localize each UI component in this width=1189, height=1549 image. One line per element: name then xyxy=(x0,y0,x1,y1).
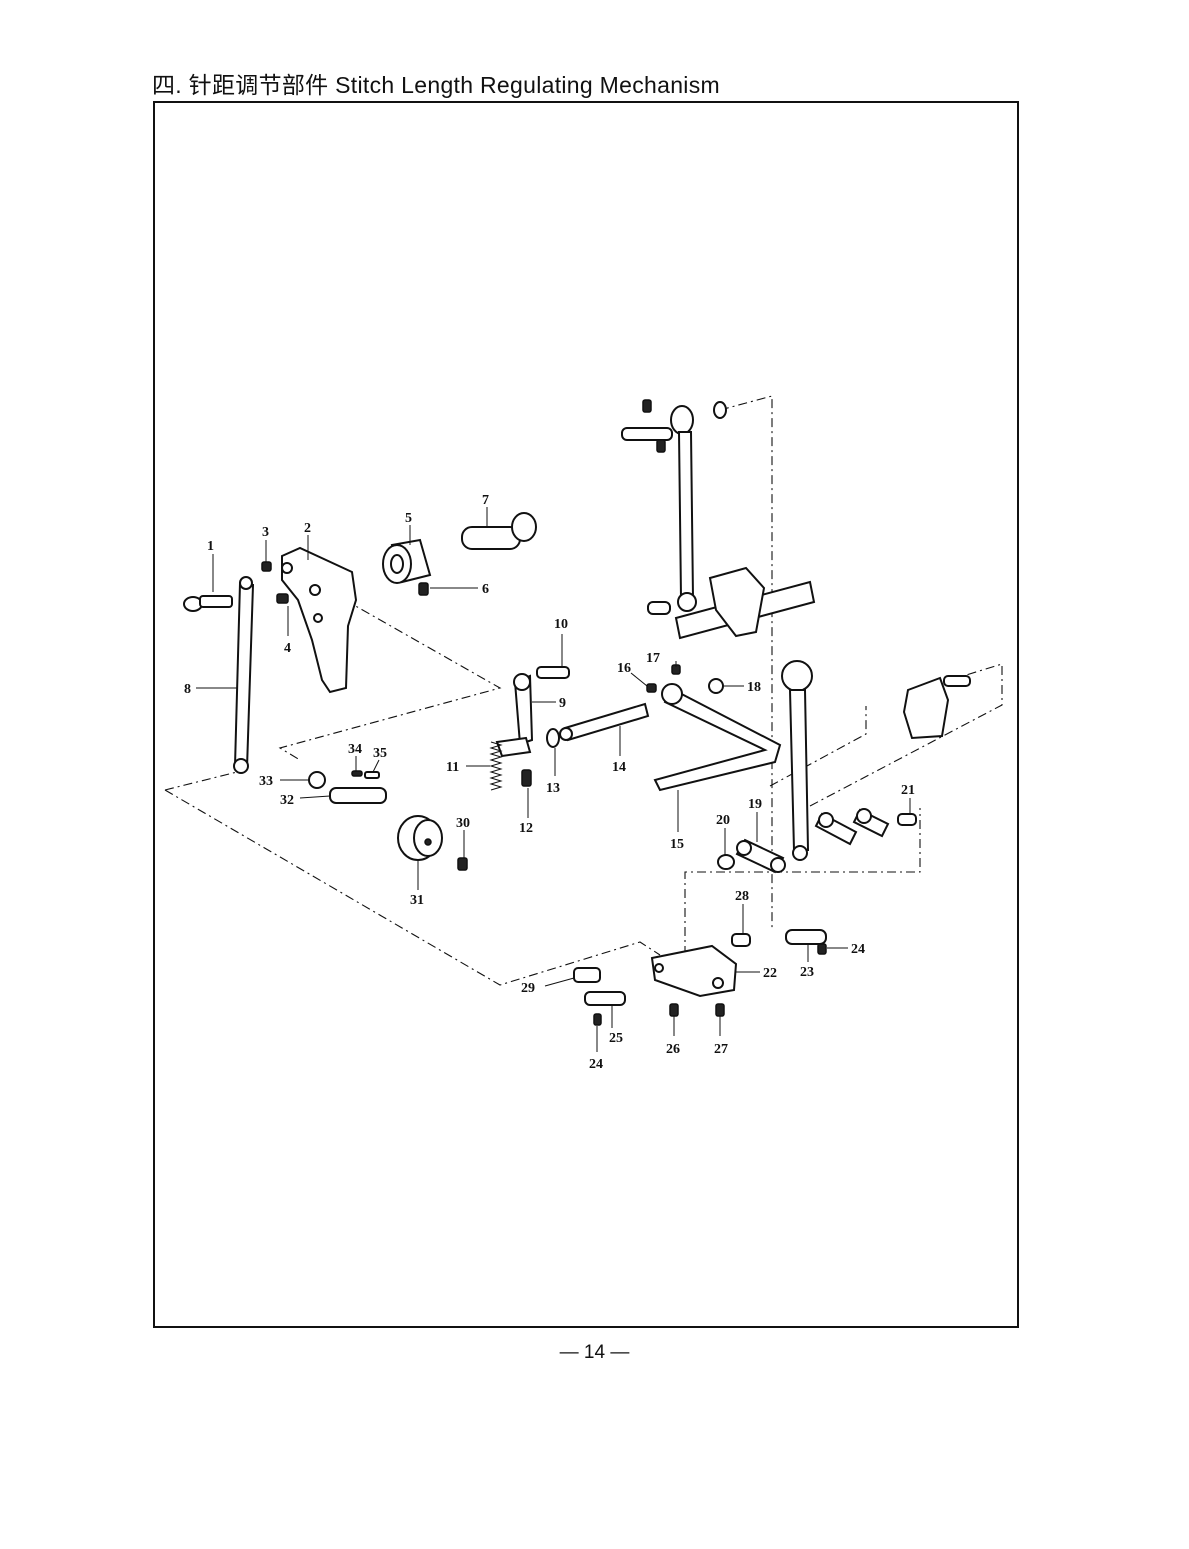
callout-12: 12 xyxy=(519,821,533,836)
callout-8: 8 xyxy=(184,682,191,697)
callout-1: 1 xyxy=(207,539,214,554)
callout-19: 19 xyxy=(748,797,762,812)
part-24-screw-right xyxy=(818,944,826,954)
part-28-pin xyxy=(732,934,750,946)
part-19-link xyxy=(737,840,785,872)
collar-assembly xyxy=(904,676,970,738)
callout-23: 23 xyxy=(800,965,814,980)
part-5-bushing xyxy=(383,540,430,583)
part-30-screw xyxy=(458,858,467,870)
callout-26: 26 xyxy=(666,1042,680,1057)
assembly-guide-lines xyxy=(165,396,1002,985)
part-22-block xyxy=(652,946,736,996)
part-12-screw xyxy=(522,770,531,786)
part-7-shaft xyxy=(462,513,536,549)
part-25-pin xyxy=(585,992,625,1005)
part-21-links xyxy=(816,809,916,844)
lower-connecting-rod xyxy=(782,661,812,860)
part-10-stud xyxy=(537,667,569,678)
callout-20: 20 xyxy=(716,813,730,828)
callout-34: 34 xyxy=(348,742,362,757)
callout-32: 32 xyxy=(280,793,294,808)
part-20-washer xyxy=(718,855,734,869)
callout-13: 13 xyxy=(546,781,560,796)
part-26-screw xyxy=(670,1004,678,1016)
callout-16: 16 xyxy=(617,661,631,676)
part-2-bracket xyxy=(282,548,356,692)
callout-28: 28 xyxy=(735,889,749,904)
callout-29: 29 xyxy=(521,981,535,996)
part-13-ring xyxy=(547,729,559,747)
part-14-shaft xyxy=(560,704,648,740)
callout-15: 15 xyxy=(670,837,684,852)
part-29-nut xyxy=(574,968,600,982)
part-32-adjusting-screw xyxy=(330,788,386,803)
callout-3: 3 xyxy=(262,525,269,540)
callout-21: 21 xyxy=(901,783,915,798)
callout-18: 18 xyxy=(747,680,761,695)
callout-24-right: 24 xyxy=(851,942,865,957)
callout-4: 4 xyxy=(284,641,291,656)
callout-17: 17 xyxy=(646,651,660,666)
callout-35: 35 xyxy=(373,746,387,761)
callout-27: 27 xyxy=(714,1042,728,1057)
callout-10: 10 xyxy=(554,617,568,632)
part-23-pin xyxy=(786,930,826,944)
part-24-screw-left xyxy=(594,1014,601,1025)
callout-6: 6 xyxy=(482,582,489,597)
part-35-pin xyxy=(365,772,379,778)
part-33-ring xyxy=(309,772,325,788)
callout-9: 9 xyxy=(559,696,566,711)
page-number: — 14 — xyxy=(0,1342,1189,1364)
part-34-pin xyxy=(352,771,362,776)
callout-7: 7 xyxy=(482,493,489,508)
part-9-arm xyxy=(497,674,532,756)
part-18-washer xyxy=(709,679,723,693)
part-31-dial xyxy=(398,816,442,860)
callout-30: 30 xyxy=(456,816,470,831)
part-1-screw xyxy=(184,596,232,611)
part-15-lever-plate xyxy=(655,684,780,790)
part-8-link xyxy=(234,577,253,773)
callout-22: 22 xyxy=(763,966,777,981)
part-3-screw xyxy=(262,562,271,571)
callout-24-left: 24 xyxy=(589,1057,603,1072)
part-16-screw xyxy=(647,684,656,692)
callout-33: 33 xyxy=(259,774,273,789)
callout-11: 11 xyxy=(446,760,459,775)
part-27-screw xyxy=(716,1004,724,1016)
callout-25: 25 xyxy=(609,1031,623,1046)
callout-5: 5 xyxy=(405,511,412,526)
callout-31: 31 xyxy=(410,893,424,908)
callout-2: 2 xyxy=(304,521,311,536)
part-6-set-screw xyxy=(419,583,428,595)
callout-14: 14 xyxy=(612,760,626,775)
part-4-screw xyxy=(277,594,288,603)
